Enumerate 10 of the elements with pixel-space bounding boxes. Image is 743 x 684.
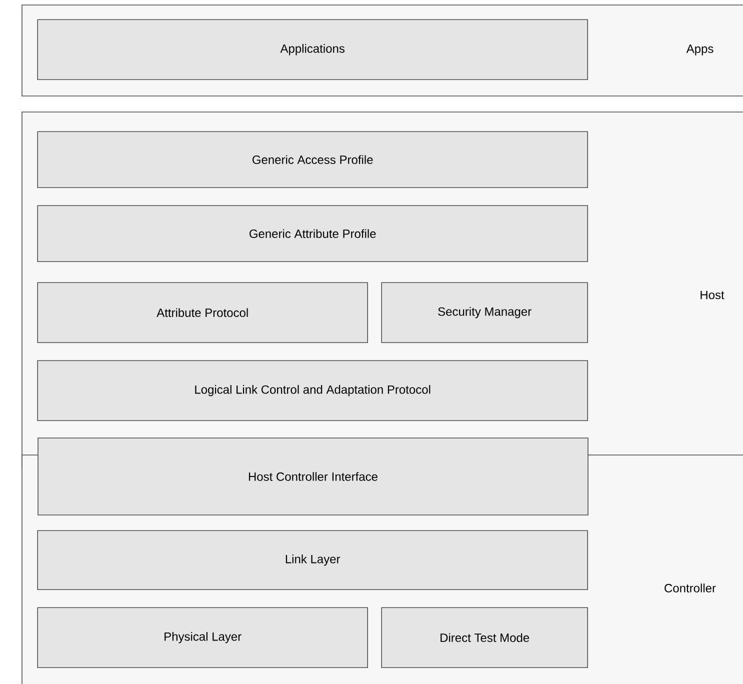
layer-box: Applications: [37, 19, 588, 80]
layer-box: Direct Test Mode: [381, 607, 588, 668]
layer-box: Physical Layer: [37, 607, 368, 668]
layer-box: Generic Attribute Profile: [37, 205, 588, 262]
layer-box: Security Manager: [381, 282, 588, 343]
layer-box: Attribute Protocol: [37, 282, 368, 343]
layer-box: Link Layer: [37, 530, 588, 590]
layer-box: Host Controller Interface: [38, 438, 588, 516]
layer-box: Generic Access Profile: [37, 131, 588, 188]
layer-box: Logical Link Control and Adaptation Protocol: [37, 360, 588, 421]
